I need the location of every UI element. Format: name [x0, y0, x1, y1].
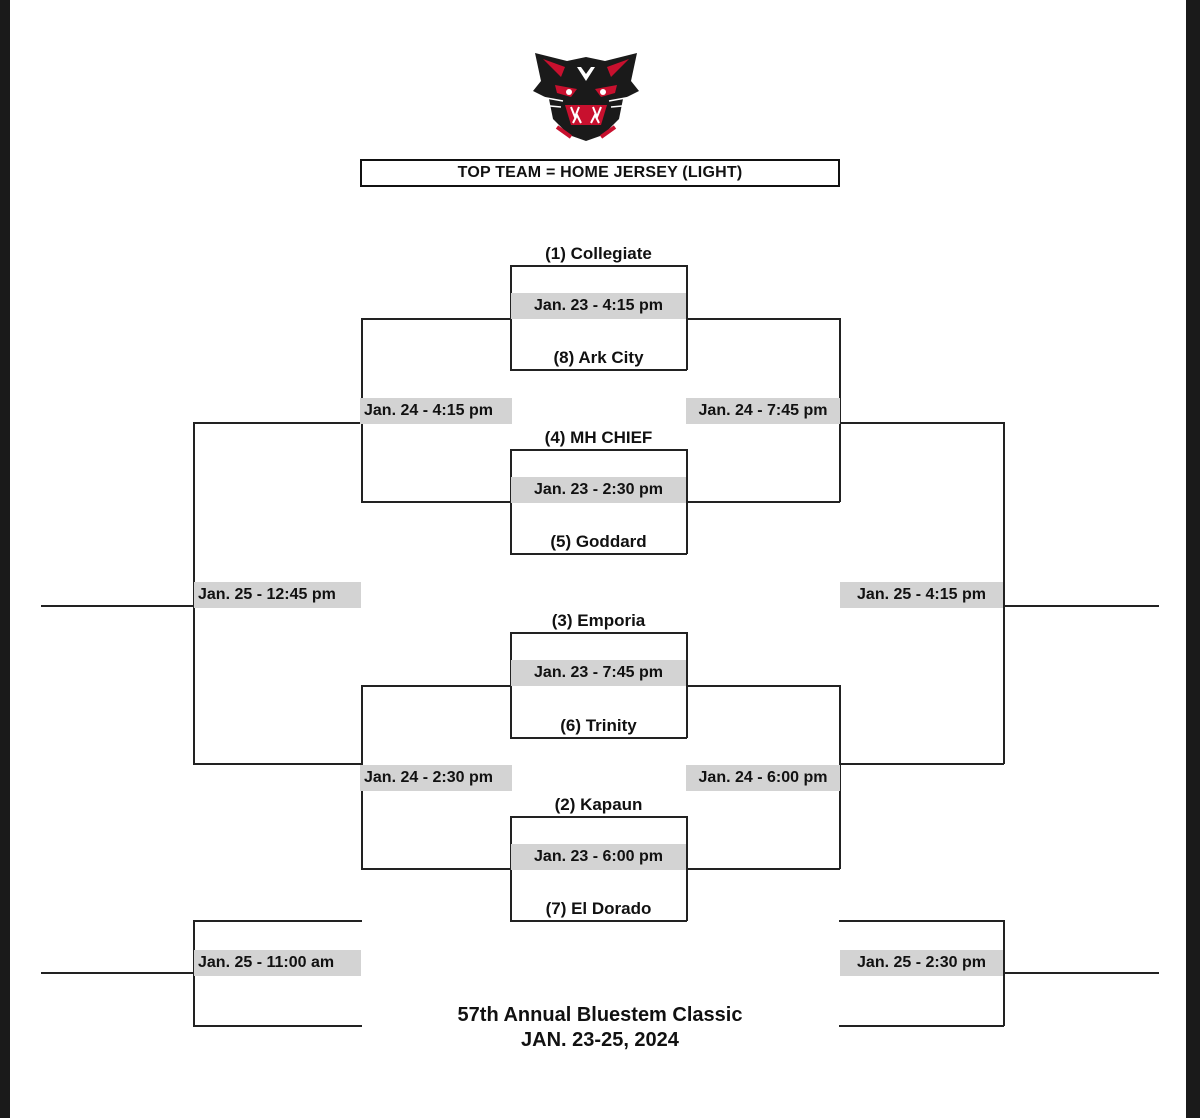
game-time-final-right: Jan. 25 - 4:15 pm	[840, 582, 1003, 608]
panther-logo-icon	[533, 53, 639, 141]
game-time-r1-1: Jan. 23 - 4:15 pm	[511, 293, 686, 319]
team-ark-city: (8) Ark City	[553, 348, 644, 367]
home-jersey-banner: TOP TEAM = HOME JERSEY (LIGHT)	[360, 159, 840, 187]
tournament-name: 57th Annual Bluestem Classic	[457, 1004, 743, 1026]
game-time-r2-left-2: Jan. 24 - 2:30 pm	[360, 765, 512, 791]
tournament-dates: JAN. 23-25, 2024	[521, 1029, 679, 1051]
tournament-title: 57th Annual Bluestem Classic JAN. 23-25,…	[400, 1003, 800, 1053]
game-time-placement-right: Jan. 25 - 2:30 pm	[840, 950, 1003, 976]
team-trinity: (6) Trinity	[560, 716, 637, 735]
game-time-r1-2: Jan. 23 - 2:30 pm	[511, 477, 686, 503]
team-emporia: (3) Emporia	[551, 611, 646, 630]
game-time-r1-4: Jan. 23 - 6:00 pm	[511, 844, 686, 870]
game-time-r1-3: Jan. 23 - 7:45 pm	[511, 660, 686, 686]
game-time-r2-left-1: Jan. 24 - 4:15 pm	[360, 398, 512, 424]
game-time-r2-right-1: Jan. 24 - 7:45 pm	[686, 398, 840, 424]
game-time-final-left: Jan. 25 - 12:45 pm	[194, 582, 361, 608]
photo-border-left	[0, 0, 10, 1118]
team-mh-chief: (4) MH CHIEF	[544, 428, 653, 447]
team-goddard: (5) Goddard	[550, 532, 647, 551]
photo-border-right	[1186, 0, 1200, 1118]
game-time-placement-left: Jan. 25 - 11:00 am	[194, 950, 361, 976]
game-time-r2-right-2: Jan. 24 - 6:00 pm	[686, 765, 840, 791]
team-el-dorado: (7) El Dorado	[545, 899, 652, 918]
team-kapaun: (2) Kapaun	[554, 795, 643, 814]
team-collegiate: (1) Collegiate	[545, 244, 652, 263]
